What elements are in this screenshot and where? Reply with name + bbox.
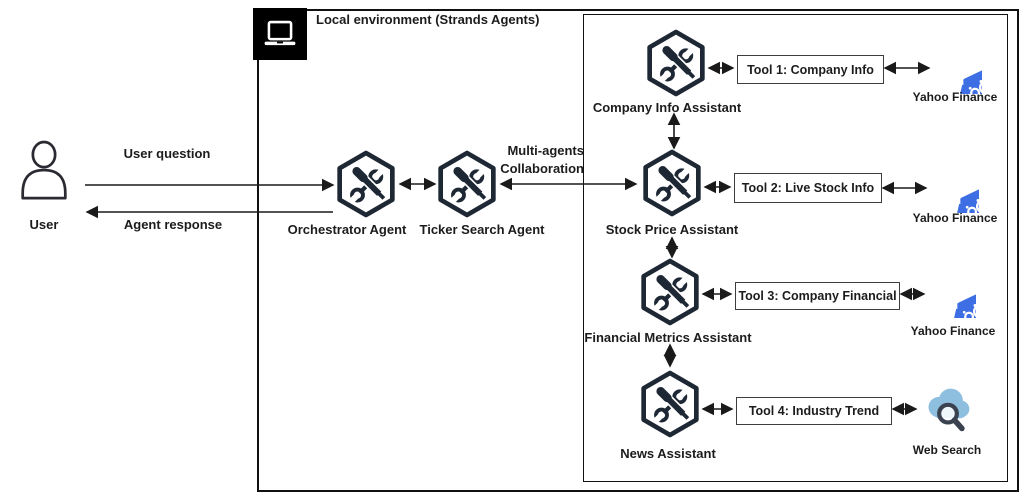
assistant-label-4: News Assistant xyxy=(620,446,716,461)
yahoo-finance-api-icon-3: api xyxy=(928,270,976,318)
user-icon xyxy=(13,140,75,204)
tool-label-2: Tool 2: Live Stock Info xyxy=(741,181,875,195)
service-label-2: Yahoo Finance xyxy=(912,211,998,225)
yahoo-finance-api-icon-2: api xyxy=(931,165,979,213)
service-label-4: Web Search xyxy=(912,443,982,457)
tool-box-2: Tool 2: Live Stock Info xyxy=(734,173,882,203)
tool-label-1: Tool 1: Company Info xyxy=(747,62,874,77)
service-label-1: Yahoo Finance xyxy=(912,90,998,104)
yahoo-finance-api-icon-1: api xyxy=(934,46,982,94)
tool-box-1: Tool 1: Company Info xyxy=(737,55,884,84)
web-search-icon xyxy=(920,383,976,435)
assistants-box xyxy=(583,14,1008,482)
collaboration-line2: Collaboration xyxy=(500,160,584,176)
agent-response-label: Agent response xyxy=(123,217,223,232)
orchestrator-agent-icon xyxy=(335,150,397,218)
ticker-search-agent-icon xyxy=(436,150,498,218)
assistant-label-1: Company Info Assistant xyxy=(592,100,742,115)
ticker-search-agent-label: Ticker Search Agent xyxy=(419,222,545,237)
tool-box-3: Tool 3: Company Financial xyxy=(735,282,900,310)
collaboration-line1: Multi-agents xyxy=(507,143,584,158)
assistant-label-3: Financial Metrics Assistant xyxy=(584,330,752,345)
multi-agents-collaboration-label: Multi-agents Collaboration xyxy=(500,142,584,177)
tool-label-4: Tool 4: Industry Trend xyxy=(748,404,880,418)
assistant-label-2: Stock Price Assistant xyxy=(605,222,739,237)
svg-text:api: api xyxy=(946,301,958,311)
local-environment-box xyxy=(257,9,1019,492)
svg-text:api: api xyxy=(952,77,964,87)
assistant-agent-icon-2 xyxy=(641,149,703,217)
tool-label-3: Tool 3: Company Financial xyxy=(738,289,897,303)
service-label-3: Yahoo Finance xyxy=(910,324,996,338)
assistant-agent-icon-3 xyxy=(639,258,701,326)
laptop-icon xyxy=(257,11,303,57)
local-environment-label: Local environment (Strands Agents) xyxy=(316,12,540,27)
user-question-label: User question xyxy=(123,146,211,161)
assistant-agent-icon-4 xyxy=(639,370,701,438)
svg-text:api: api xyxy=(949,196,961,206)
tool-box-4: Tool 4: Industry Trend xyxy=(736,397,892,425)
orchestrator-agent-label: Orchestrator Agent xyxy=(287,222,407,237)
user-label: User xyxy=(29,217,59,232)
laptop-badge xyxy=(253,8,307,60)
assistant-agent-icon-1 xyxy=(645,29,707,97)
